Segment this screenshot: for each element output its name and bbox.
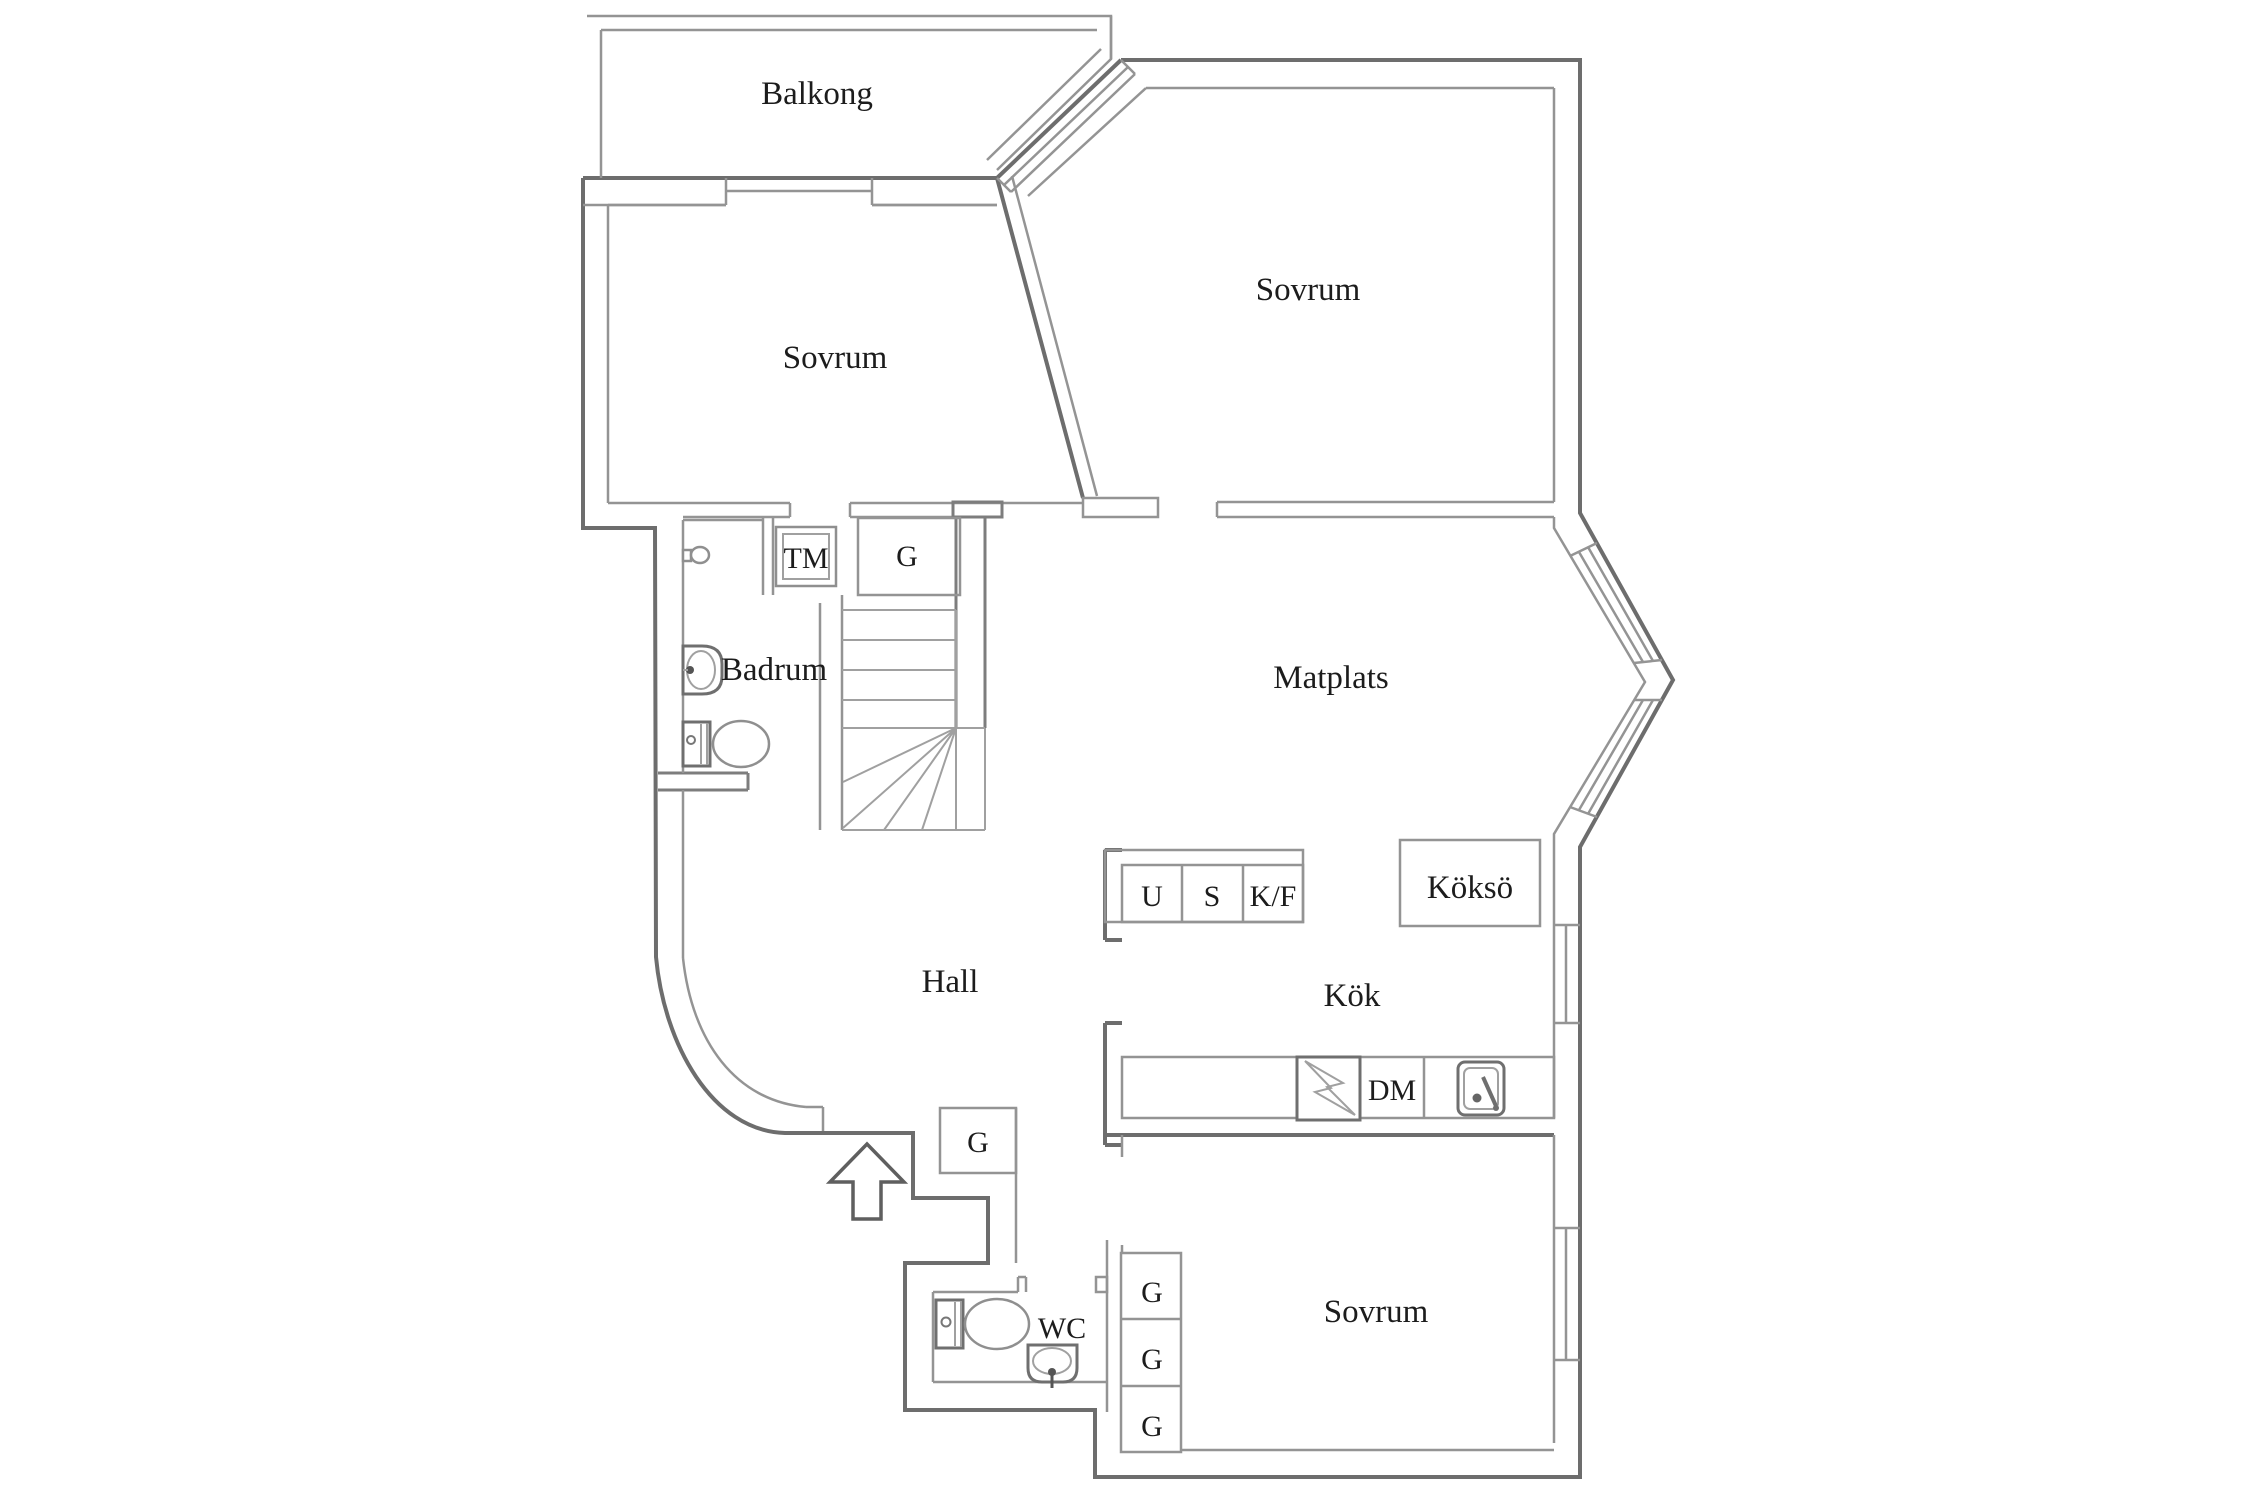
wc-sink-icon: [1026, 1343, 1079, 1388]
valve-icon: [681, 545, 711, 565]
kitchen-island-box: [1398, 838, 1542, 928]
label-closet-1: G: [1141, 1276, 1163, 1309]
balcony-railing: [587, 14, 1113, 178]
stove-icon: [1295, 1055, 1362, 1122]
washing-machine-icon: [774, 525, 838, 588]
bedroom-top-right-walls: [1010, 86, 1556, 519]
room-label-kok: Kök: [1324, 978, 1381, 1014]
room-label-sovrum-tl: Sovrum: [783, 340, 888, 376]
room-label-sovrum-tr: Sovrum: [1256, 272, 1361, 308]
label-fridge-freezer: K/F: [1250, 880, 1297, 913]
wall-cant: [995, 58, 1123, 180]
wall-bathroom-bottom: [658, 771, 750, 792]
bathroom-toilet-icon: [681, 719, 771, 769]
room-label-matplats: Matplats: [1273, 660, 1388, 696]
room-label-balkong: Balkong: [761, 76, 873, 112]
dining-bay-walls: [1552, 517, 1663, 847]
label-closet-upper: G: [896, 540, 918, 573]
label-kitchen-island: Köksö: [1427, 870, 1513, 906]
wc-toilet-icon: [934, 1297, 1031, 1351]
exterior-walls: [581, 58, 1676, 1479]
label-closet-3: G: [1141, 1410, 1163, 1443]
label-closet-entry: G: [967, 1126, 989, 1159]
room-label-hall: Hall: [922, 964, 979, 1000]
bedroom-bottom-walls: [1105, 1135, 1580, 1454]
closet-column-box: [1119, 1251, 1183, 1454]
stair-winders: [842, 727, 957, 831]
entrance-arrow: [825, 1141, 909, 1221]
wall-building-outline: [581, 58, 1676, 1479]
bathroom-sink-icon: [681, 644, 724, 696]
wc-walls: [931, 1275, 1109, 1384]
kitchen-sink-icon: [1456, 1060, 1506, 1117]
balcony-door: [996, 59, 1136, 193]
room-label-badrum: Badrum: [721, 652, 828, 688]
closet-upper-hall-box: [856, 516, 962, 597]
label-oven: U: [1141, 880, 1163, 913]
kitchen-upper-cabinets: [1103, 848, 1305, 924]
label-closet-2: G: [1141, 1343, 1163, 1376]
bedroom-top-left-walls: [606, 203, 1083, 519]
label-dishwasher: DM: [1368, 1074, 1416, 1107]
room-label-wc: WC: [1038, 1312, 1086, 1345]
wall-balcony-band: [583, 176, 1085, 499]
stairs: [818, 500, 1004, 831]
label-pantry: S: [1204, 880, 1221, 913]
label-washing-machine: TM: [784, 542, 829, 575]
bathroom-walls: [681, 518, 825, 1131]
balcony-window: [583, 178, 997, 207]
entry-walls: [938, 1106, 1018, 1263]
room-label-sovrum-b: Sovrum: [1324, 1294, 1429, 1330]
